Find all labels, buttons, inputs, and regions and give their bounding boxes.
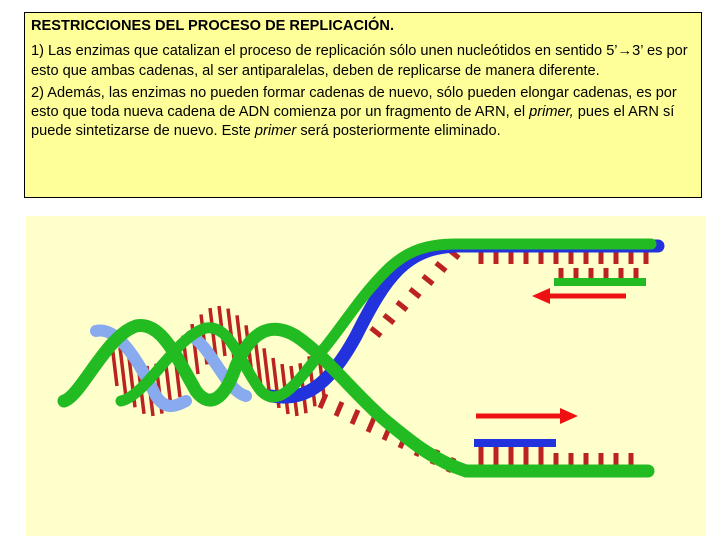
paragraph-2: 2) Además, las enzimas no pueden formar …: [31, 84, 695, 142]
replication-figure: [26, 216, 706, 536]
base-pair-tick: [333, 401, 345, 417]
paragraph-2-part-1: 2) Además, las enzimas no pueden formar …: [31, 84, 677, 121]
paragraph-2-part-3: será posteriormente eliminado.: [296, 123, 501, 140]
light-blue-strand-back-1: [90, 324, 192, 412]
direction-arrows: [476, 288, 626, 424]
helix-strands: [57, 238, 665, 478]
dna-replication-fork-illustration: [57, 238, 665, 478]
base-pair-tick: [421, 274, 435, 286]
base-pair-tick: [365, 417, 377, 433]
base-pair-tick: [395, 300, 409, 312]
base-pair-tick: [349, 409, 361, 425]
new-strand-bases: [478, 268, 639, 457]
restrictions-text-box: RESTRICCIONES DEL PROCESO DE REPLICACIÓN…: [24, 12, 702, 198]
new-strand-upper: [554, 278, 646, 286]
base-pair-tick: [382, 313, 396, 325]
blue-strand-upper: [264, 239, 665, 404]
paragraph-2-part-2: pues el ARN sí puede sintetizarse de nue…: [31, 104, 675, 140]
base-pair-tick: [434, 261, 448, 273]
base-pair-tick: [118, 347, 128, 398]
primer-term-1: primer,: [529, 104, 574, 121]
base-pair-tick: [369, 326, 383, 338]
paragraph-1: 1) Las enzimas que catalizan el proceso …: [31, 43, 688, 79]
new-strand-lower: [474, 439, 556, 447]
green-strand-front: [115, 238, 657, 407]
base-pair-tick: [317, 393, 329, 409]
base-pair-tick: [408, 287, 422, 299]
green-strand-lower: [57, 319, 655, 478]
left-arrow-icon: [532, 288, 626, 304]
light-blue-strand-back-2: [185, 330, 252, 402]
primer-term-2: primer: [254, 123, 297, 140]
heading: RESTRICCIONES DEL PROCESO DE REPLICACIÓN…: [31, 18, 394, 34]
right-arrow-icon: [476, 408, 578, 424]
